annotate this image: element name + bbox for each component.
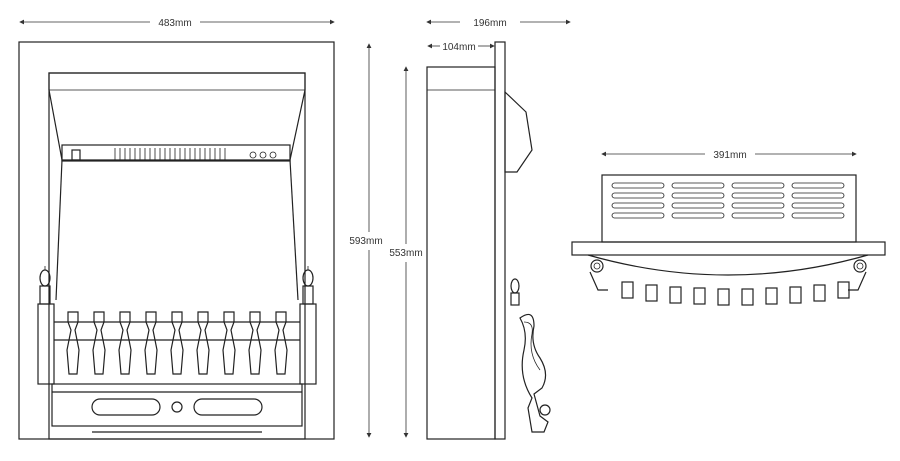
top-width-label: 391mm bbox=[713, 150, 746, 161]
side-depth-label: 196mm bbox=[473, 18, 506, 29]
dimension-side-height: 553mm bbox=[389, 66, 423, 438]
dimension-side-inner-depth: 104mm bbox=[427, 42, 495, 53]
top-fret-bars bbox=[621, 281, 850, 306]
front-view bbox=[18, 41, 335, 440]
top-view bbox=[571, 174, 886, 306]
dimension-front-width: 483mm bbox=[19, 18, 335, 29]
control-knob-icon bbox=[269, 151, 277, 159]
fret-bars bbox=[37, 303, 317, 385]
front-height-label: 593mm bbox=[349, 236, 382, 247]
dimension-front-height: 593mm bbox=[349, 43, 383, 438]
ash-pan bbox=[51, 383, 303, 433]
side-inner-depth-label: 104mm bbox=[442, 42, 475, 53]
dimension-side-depth: 196mm bbox=[426, 18, 571, 29]
side-height-label: 553mm bbox=[389, 248, 422, 259]
front-width-label: 483mm bbox=[158, 18, 191, 29]
control-knob-icon bbox=[259, 151, 267, 159]
control-knob-icon bbox=[249, 151, 257, 159]
top-vent-slots bbox=[611, 182, 845, 219]
front-vent-slots bbox=[114, 148, 226, 160]
side-view bbox=[426, 41, 551, 440]
dimension-top-width: 391mm bbox=[601, 150, 857, 161]
